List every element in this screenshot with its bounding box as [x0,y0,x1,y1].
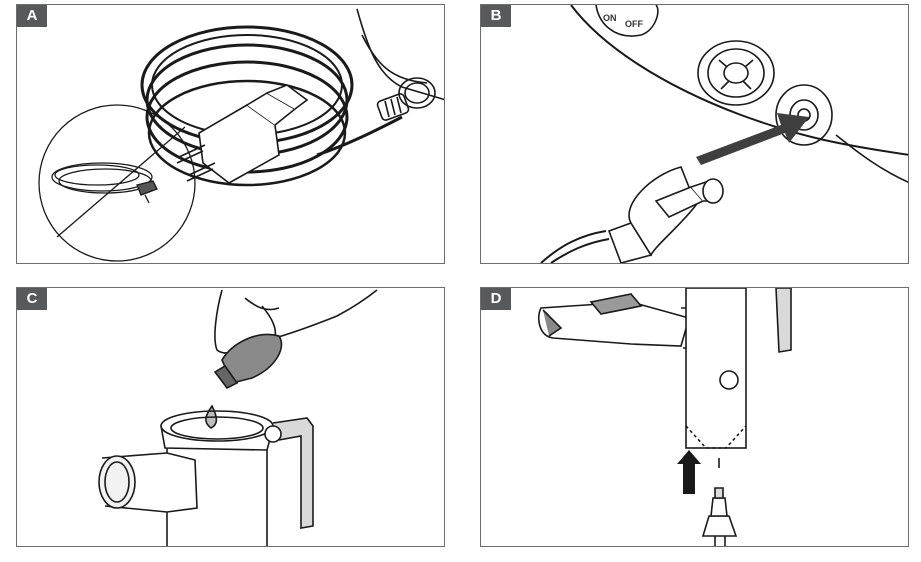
tube-connect-illustration: ON OFF [540,5,908,263]
step-label: D [481,288,511,310]
power-cord-illustration [38,8,444,262]
insert-arrow-icon [696,113,809,165]
off-label: OFF [625,19,643,29]
step-a-panel: A [16,4,445,264]
on-label: ON [603,13,617,23]
step-label: A [17,5,47,27]
assemble-nebulizer-illustration [537,288,792,546]
step-b-panel: B ON OFF [480,4,909,264]
step-label: B [481,5,511,27]
up-arrow-icon [677,450,701,494]
fill-medication-illustration [98,289,378,546]
step-c-panel: C [16,287,445,547]
step-d-panel: D [480,287,909,547]
step-label: C [17,288,47,310]
